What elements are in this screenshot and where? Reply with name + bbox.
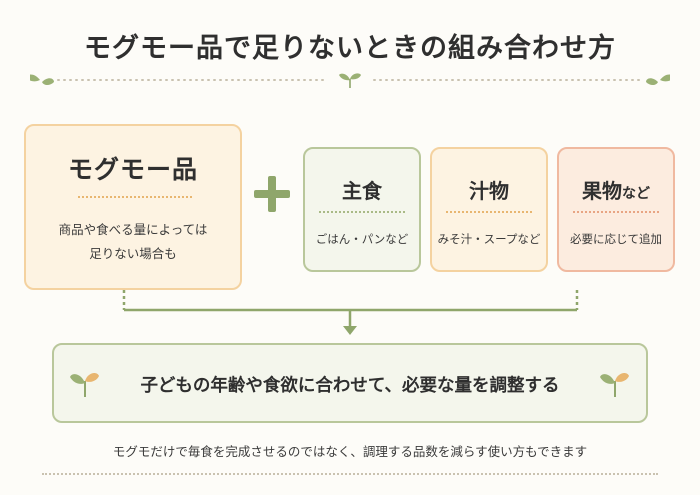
page-title: モグモー品で足りないときの組み合わせ方	[84, 33, 616, 64]
side-card-staple: 主食 ごはん・パンなど	[303, 147, 421, 272]
side-card-soup: 汁物 みそ汁・スープなど	[430, 147, 548, 272]
arrow-down-icon	[343, 326, 357, 335]
result-text: 子どもの年齢や食欲に合わせて、必要な量を調整する	[140, 376, 560, 396]
main-card-desc: 商品や食べる量によっては 足りない場合も	[26, 218, 240, 266]
dotted-divider	[78, 196, 192, 198]
side-card-title-suffix: など	[622, 186, 650, 202]
side-card-title: 主食	[305, 175, 419, 204]
side-card-fruit: 果物など 必要に応じて追加	[557, 147, 675, 272]
plus-icon	[254, 176, 290, 212]
sprout-icon	[600, 373, 629, 397]
sprout-icon	[70, 373, 99, 397]
main-card-desc-line1: 商品や食べる量によっては	[58, 222, 208, 237]
dotted-divider	[573, 211, 659, 213]
main-card: モグモー品 商品や食べる量によっては 足りない場合も	[24, 124, 242, 290]
main-card-title: モグモー品	[67, 155, 198, 184]
sprout-icon	[339, 73, 361, 88]
footer-note: モグモだけで毎食を完成させるのではなく、調理する品数を減らす使い方もできます	[112, 444, 588, 459]
footer-divider	[42, 473, 658, 475]
title-divider	[30, 73, 670, 88]
side-card-desc: 必要に応じて追加	[570, 232, 662, 246]
side-card-title: 果物など	[559, 175, 673, 204]
main-card-desc-line2: 足りない場合も	[89, 246, 177, 261]
dotted-divider	[319, 211, 405, 213]
side-card-title-text: 果物	[582, 179, 622, 203]
side-card-title: 汁物	[432, 175, 546, 204]
leaf-icon	[646, 74, 670, 85]
dotted-divider	[446, 211, 532, 213]
leaf-icon	[30, 74, 54, 85]
connector-bracket	[122, 290, 579, 335]
side-card-title-text: 主食	[342, 179, 382, 203]
side-card-desc: みそ汁・スープなど	[437, 232, 541, 246]
side-card-desc: ごはん・パンなど	[315, 232, 409, 246]
result-card: 子どもの年齢や食欲に合わせて、必要な量を調整する	[52, 343, 648, 423]
side-card-title-text: 汁物	[469, 179, 509, 203]
